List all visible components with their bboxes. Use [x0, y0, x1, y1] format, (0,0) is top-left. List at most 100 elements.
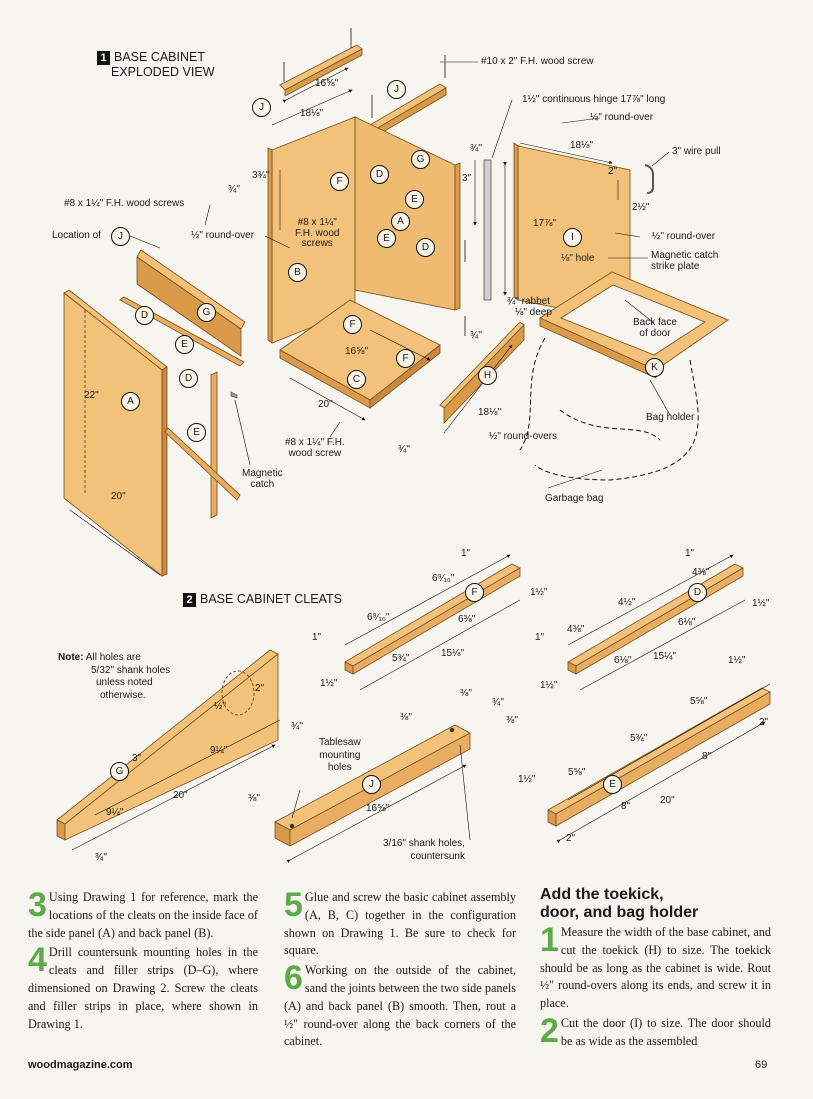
- dim-g-2: ½": [214, 701, 226, 712]
- step-5-text: Glue and screw the basic cabinet assembl…: [284, 890, 516, 958]
- label-tablesaw-holes: Tablesaw mounting holes: [319, 737, 361, 775]
- dim-e-10: 2": [566, 833, 576, 844]
- shank-line-1: 3/16" shank holes,: [383, 838, 465, 849]
- dim-e-4: 5¾": [630, 733, 648, 744]
- strike-line-2: strike plate: [651, 260, 700, 272]
- label-hole: ⅛" hole: [561, 253, 595, 264]
- dim-d-9: 15¼": [653, 651, 677, 662]
- label-roundovers: ½" round-overs: [489, 431, 558, 442]
- footer-site: woodmagazine.com: [28, 1059, 133, 1071]
- toekick-step-2-number: 2: [540, 1011, 559, 1050]
- label-garbage-bag: Garbage bag: [545, 493, 604, 504]
- label-wire-pull: 3" wire pull: [672, 146, 721, 157]
- dim-d-4: 1½": [752, 598, 770, 609]
- dim-16-58-top: 16⅝": [315, 78, 339, 89]
- step-4-number: 4: [28, 941, 47, 980]
- side-panel-a-inner: [354, 116, 461, 311]
- dim-d-1: 1": [685, 548, 695, 559]
- part-b: B: [288, 263, 307, 282]
- cleat-g-drawing: [56, 649, 279, 841]
- part-d-cleat: D: [688, 583, 707, 602]
- part-g-cleat: G: [110, 762, 129, 781]
- step-5-number: 5: [284, 886, 303, 924]
- dim-j-5: 16⅝": [366, 803, 390, 814]
- label-roundover-left: ½" round-over: [191, 230, 255, 241]
- label-back-face: Back face of door: [633, 317, 677, 339]
- cleat-j-right: [369, 83, 447, 137]
- dim-g-8: ¾": [95, 852, 107, 863]
- dim-e-3: 2": [759, 717, 769, 728]
- dim-34-b: ¾": [470, 143, 482, 154]
- part-f-top: F: [330, 172, 349, 191]
- label-screws-8-left: #8 x 1¼" F.H. wood screws: [64, 198, 185, 209]
- back-face-line-1: Back face: [633, 317, 677, 328]
- fig1-title-line2: EXPLODED VIEW: [111, 65, 215, 79]
- note-line-2: 5/32" shank holes: [91, 664, 171, 676]
- dim-g-7: 9¼": [106, 807, 124, 818]
- dim-f-6: 1": [312, 632, 322, 643]
- label-screw-bottom: #8 x 1¼" F.H. wood screw: [285, 437, 345, 459]
- label-bag-holder: Bag holder: [646, 412, 695, 423]
- dim-d-10: 1½": [540, 680, 558, 691]
- heading-line-2: door, and bag holder: [540, 904, 699, 921]
- dim-g-4: 9¼": [210, 745, 228, 756]
- part-h: H: [478, 366, 497, 385]
- dim-g-6: 20": [173, 790, 188, 801]
- dim-j-1: ⅜": [460, 688, 472, 699]
- cleat-e-drawing: [547, 687, 771, 827]
- label-hinge: 1½" continuous hinge 17⅞" long: [522, 94, 666, 105]
- dim-f-7: 5¾": [392, 653, 410, 664]
- dim-g-3: ¾": [291, 721, 303, 732]
- section-heading: Add the toekick, door, and bag holder: [540, 886, 698, 922]
- part-e-cleat: E: [603, 775, 622, 794]
- label-roundover-top: ½" round-over: [590, 112, 654, 123]
- screw-bottom-line-2: wood screw: [288, 447, 342, 459]
- part-e-left: E: [175, 335, 194, 354]
- step-6-number: 6: [284, 959, 303, 998]
- dim-e-6: 1½": [518, 774, 536, 785]
- garbage-bag-outline: [519, 337, 699, 481]
- screws-center-1: #8 x 1¼": [297, 217, 337, 228]
- toekick-step-1-text: Measure the width of the base cabinet, a…: [540, 925, 771, 1011]
- part-j-right: J: [387, 80, 406, 99]
- fig2-leaders: [71, 554, 771, 864]
- dim-34-d: ¾": [398, 444, 410, 455]
- part-d-inner: D: [416, 238, 435, 257]
- part-f-cleat: F: [465, 583, 484, 602]
- part-j-left: J: [111, 227, 130, 246]
- strike-line-1: Magnetic catch: [651, 250, 719, 261]
- dim-16-58-bottom: 16⅝": [345, 346, 369, 357]
- note-line-1: All holes are: [85, 652, 141, 663]
- dim-18-18-top: 18⅛": [300, 108, 324, 119]
- part-g-top: G: [411, 150, 430, 169]
- toekick-step-1-number: 1: [540, 921, 559, 959]
- part-d-left: D: [135, 306, 154, 325]
- dim-22: 22": [84, 390, 99, 401]
- screws-center-2: F.H. wood: [295, 227, 340, 239]
- dim-18-18-door: 18⅛": [570, 140, 594, 151]
- back-face-line-2: of door: [639, 327, 671, 339]
- dim-2-12: 2½": [632, 202, 650, 213]
- dim-18-18-toe: 18⅛": [478, 407, 502, 418]
- dim-f-9: 1½": [320, 678, 338, 689]
- dim-e-9: 20": [660, 795, 675, 806]
- label-rabbet: ¾" rabbet ⅛" deep: [507, 296, 552, 318]
- rabbet-line-1: ¾" rabbet: [507, 296, 551, 307]
- note-line-3: unless noted: [96, 677, 153, 688]
- step-4-text: Drill countersunk mounting holes in the …: [28, 945, 258, 1031]
- bottom-panel-c: [279, 299, 441, 409]
- fig2-title-text: BASE CABINET CLEATS: [200, 592, 342, 606]
- fig1-leaders: [69, 61, 671, 576]
- dim-g-5: 3": [132, 753, 142, 764]
- dim-3: 3": [462, 173, 472, 184]
- part-a-outer: A: [121, 392, 140, 411]
- label-screw-10: #10 x 2" F.H. wood screw: [481, 56, 594, 67]
- dim-f-8: 15⅛": [441, 648, 465, 659]
- screw-bottom-line-1: #8 x 1¼" F.H.: [285, 437, 345, 448]
- continuous-hinge: [483, 159, 492, 301]
